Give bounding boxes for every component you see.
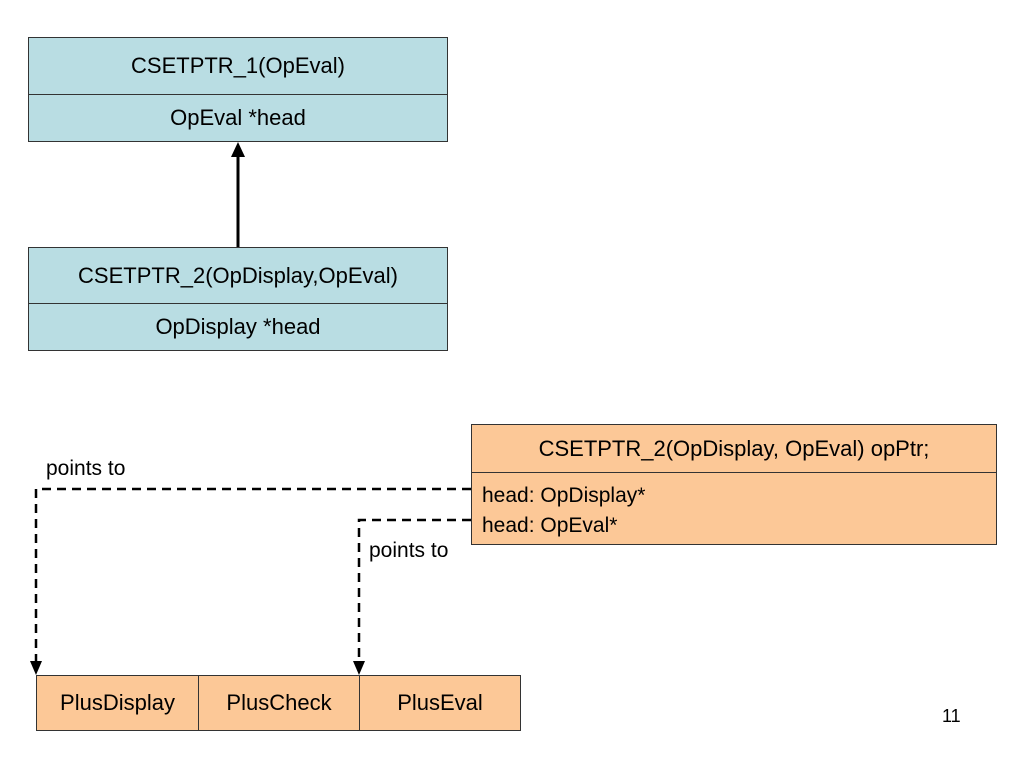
derived-class-field: OpDisplay *head [155, 314, 321, 339]
object-fields: head: OpDisplay* head: OpEval* [472, 473, 996, 541]
vtable-cell-pluscheck: PlusCheck [198, 676, 359, 730]
vtable-box: PlusDisplay PlusCheck PlusEval [36, 675, 521, 731]
object-field-opeval: head: OpEval* [482, 514, 618, 537]
object-title: CSETPTR_2(OpDisplay, OpEval) opPtr; [472, 425, 996, 473]
base-class-box: CSETPTR_1(OpEval) OpEval *head [28, 37, 448, 142]
pointer-opdisplay-arrowhead [30, 661, 42, 675]
pointer-opeval-arrowhead [353, 661, 365, 675]
object-box: CSETPTR_2(OpDisplay, OpEval) opPtr; head… [471, 424, 997, 545]
vtable-cell-pluseval: PlusEval [359, 676, 520, 730]
page-number: 11 [942, 706, 961, 726]
inheritance-arrowhead [231, 142, 245, 157]
derived-class-title: CSETPTR_2(OpDisplay,OpEval) [29, 248, 447, 304]
points-to-label-1: points to [46, 457, 126, 480]
points-to-label-2: points to [367, 539, 451, 563]
object-field-opdisplay: head: OpDisplay* [482, 484, 646, 507]
derived-class-box: CSETPTR_2(OpDisplay,OpEval) OpDisplay *h… [28, 247, 448, 351]
base-class-title: CSETPTR_1(OpEval) [29, 38, 447, 95]
pointer-opdisplay [34, 487, 471, 662]
pointer-opeval [357, 518, 471, 662]
vtable-cell-plusdisplay: PlusDisplay [60, 690, 175, 715]
base-class-field: OpEval *head [170, 105, 306, 130]
